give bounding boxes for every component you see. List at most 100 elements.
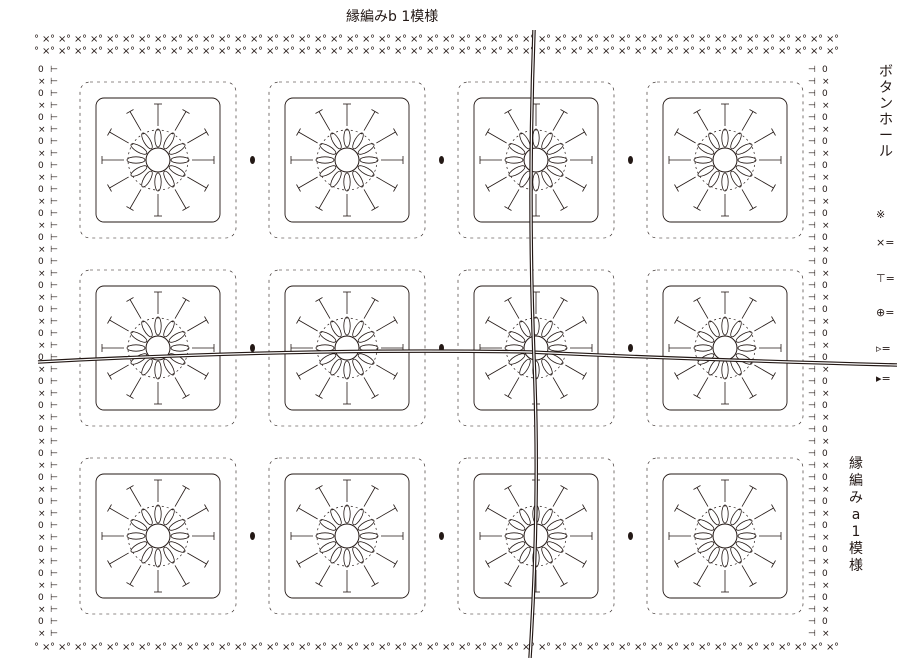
border-stitch: ×: [822, 605, 830, 615]
border-stitch: 0: [38, 521, 44, 531]
border-stitch: °: [290, 34, 295, 45]
border-stitch: ⊢: [50, 413, 58, 423]
border-stitch: °: [802, 34, 807, 45]
border-stitch: °: [594, 46, 599, 57]
border-stitch: 0: [822, 401, 828, 411]
border-stitch: ⊢: [50, 521, 58, 531]
border-stitch: 0: [38, 281, 44, 291]
border-stitch: ×: [822, 197, 830, 207]
border-stitch: °: [658, 46, 663, 57]
border-stitch: 0: [38, 401, 44, 411]
granny-square-motif: [647, 458, 803, 614]
legend-sc: ×=: [876, 236, 894, 249]
border-stitch: ×: [38, 365, 46, 375]
border-stitch: °: [114, 642, 119, 653]
border-stitch: °: [450, 34, 455, 45]
border-stitch: °: [418, 34, 423, 45]
border-stitch: ⊢: [50, 389, 58, 399]
border-stitch: ⊣: [808, 257, 816, 267]
border-stitch: ⊢: [50, 317, 58, 327]
top-repeat-label: 縁編みb 1模様: [346, 6, 438, 26]
border-stitch: ⊣: [808, 245, 816, 255]
border-stitch: °: [306, 642, 311, 653]
border-stitch: °: [82, 642, 87, 653]
border-stitch: °: [210, 46, 215, 57]
border-stitch: ×: [822, 125, 830, 135]
border-stitch: ⊣: [808, 521, 816, 531]
border-stitch: 0: [822, 161, 828, 171]
border-stitch: ⊢: [50, 149, 58, 159]
border-stitch: ⊢: [50, 425, 58, 435]
border-stitch: °: [738, 34, 743, 45]
border-stitch: ×: [38, 317, 46, 327]
border-stitch: ⊣: [808, 437, 816, 447]
border-stitch: °: [434, 46, 439, 57]
border-stitch: ⊢: [50, 305, 58, 315]
join-dot: [439, 156, 444, 164]
border-stitch: ⊣: [808, 629, 816, 639]
border-stitch: 0: [38, 593, 44, 603]
border-stitch: °: [290, 642, 295, 653]
border-stitch: 0: [38, 185, 44, 195]
border-stitch: °: [786, 34, 791, 45]
border-stitch: ×: [38, 485, 46, 495]
border-stitch: ⊣: [808, 197, 816, 207]
border-stitch: 0: [822, 281, 828, 291]
border-stitch: 0: [38, 113, 44, 123]
border-stitch: 0: [822, 137, 828, 147]
border-stitch: °: [610, 34, 615, 45]
border-stitch: °: [834, 34, 839, 45]
border-stitch: ×: [822, 101, 830, 111]
border-stitch: ⊣: [808, 185, 816, 195]
border-stitch: °: [130, 34, 135, 45]
border-stitch: °: [642, 34, 647, 45]
border-stitch: °: [722, 46, 727, 57]
border-stitch: °: [754, 642, 759, 653]
border-stitch: °: [162, 46, 167, 57]
border-stitch: 0: [38, 617, 44, 627]
border-stitch: °: [482, 642, 487, 653]
border-stitch: 0: [822, 617, 828, 627]
border-stitch: °: [722, 642, 727, 653]
border-stitch: ⊣: [808, 557, 816, 567]
border-stitch: ×: [38, 197, 46, 207]
border-stitch: °: [242, 46, 247, 57]
border-stitch: ⊣: [808, 113, 816, 123]
border-stitch: ⊢: [50, 257, 58, 267]
border-stitch: °: [402, 34, 407, 45]
border-stitch: ⊢: [50, 173, 58, 183]
border-stitch: ×: [822, 485, 830, 495]
border-stitch: ⊣: [808, 317, 816, 327]
border-stitch: ⊢: [50, 617, 58, 627]
legend-cut: ▸=: [876, 372, 891, 385]
border-stitch: ×: [822, 341, 830, 351]
border-stitch: °: [178, 46, 183, 57]
border-stitch: °: [402, 46, 407, 57]
border-stitch: °: [626, 34, 631, 45]
border-stitch: °: [642, 46, 647, 57]
border-stitch: ×: [822, 629, 830, 639]
border-stitch: ⊣: [808, 449, 816, 459]
border-stitch: ⊣: [808, 485, 816, 495]
border-stitch: °: [274, 642, 279, 653]
border-stitch: ×: [822, 317, 830, 327]
border-stitch: ⊣: [808, 137, 816, 147]
border-stitch: °: [642, 642, 647, 653]
border-stitch: °: [626, 642, 631, 653]
border-stitch: °: [226, 34, 231, 45]
border-stitch: °: [434, 34, 439, 45]
legend-dc: ⊤=: [876, 272, 895, 285]
border-stitch: °: [658, 642, 663, 653]
border-stitch: °: [418, 46, 423, 57]
border-stitch: °: [274, 46, 279, 57]
border-stitch: 0: [822, 113, 828, 123]
join-dot: [628, 532, 633, 540]
border-stitch: ⊣: [808, 89, 816, 99]
join-dot: [628, 344, 633, 352]
border-stitch: ⊢: [50, 365, 58, 375]
border-stitch: °: [258, 34, 263, 45]
border-stitch: °: [450, 46, 455, 57]
border-stitch: ⊣: [808, 569, 816, 579]
border-stitch: ×: [822, 221, 830, 231]
border-stitch: ⊣: [808, 77, 816, 87]
